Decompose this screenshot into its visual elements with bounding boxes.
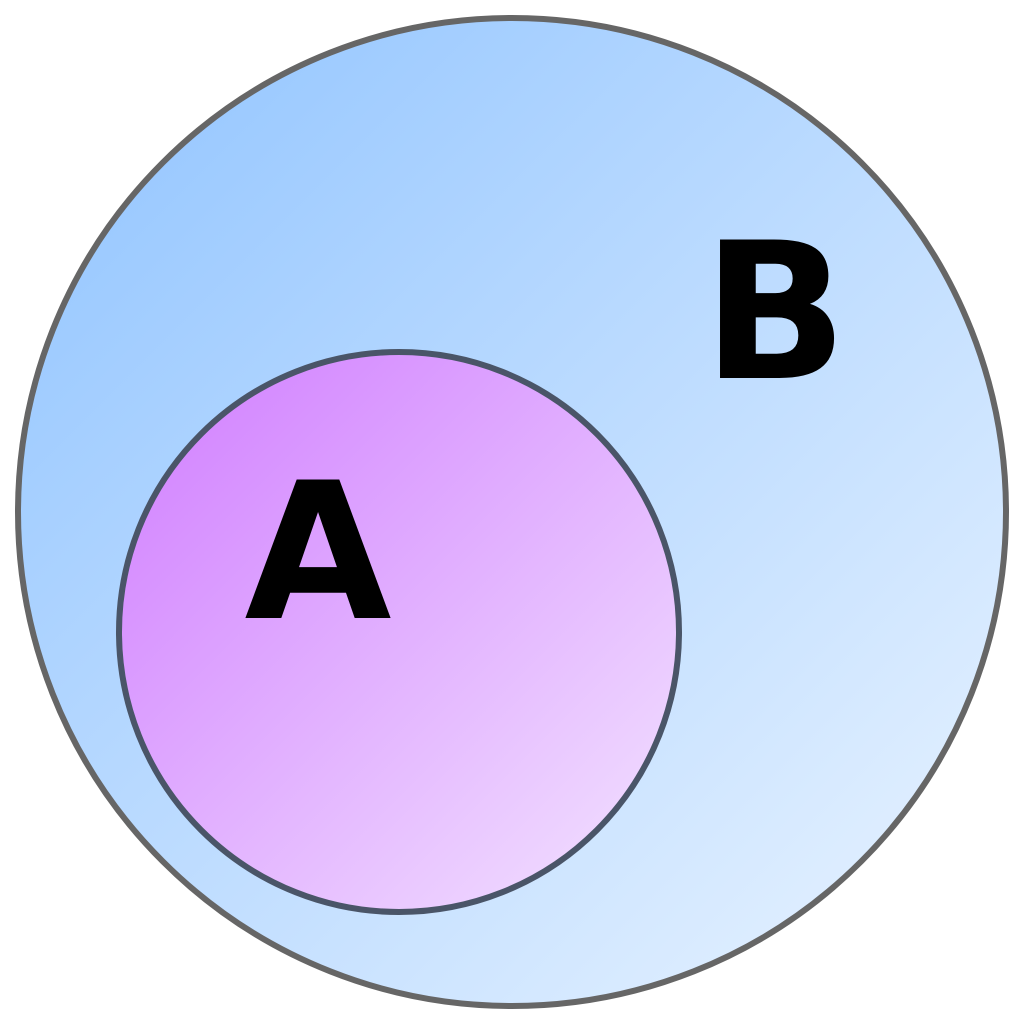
set-a-label: A	[244, 442, 391, 663]
set-b-label: B	[703, 202, 848, 423]
set-a-circle	[116, 349, 682, 915]
